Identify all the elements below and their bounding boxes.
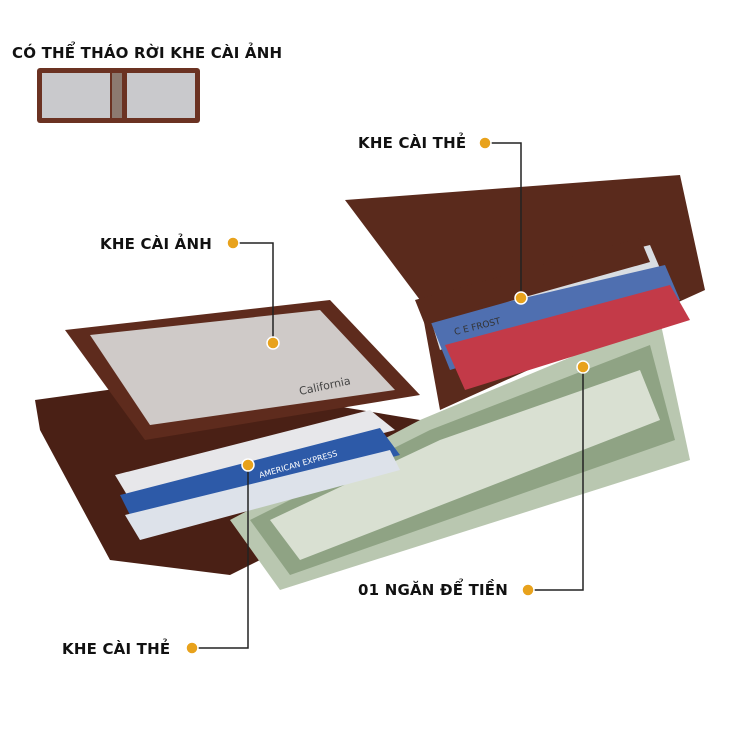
photo-window	[90, 310, 395, 425]
callout-card-slot-top: KHE CÀI THẺ	[358, 134, 467, 152]
right-card-slots	[415, 238, 690, 390]
callout-lines	[192, 142, 584, 649]
detachable-photo-insert	[37, 68, 200, 123]
callout-card-slot-bottom: KHE CÀI THẺ	[62, 640, 171, 658]
callout-dots	[185, 136, 590, 655]
left-card-slots	[115, 410, 400, 540]
banknotes	[230, 320, 690, 590]
callout-photo-slot: KHE CÀI ẢNH	[100, 235, 212, 253]
detachable-insert-title: CÓ THỂ THÁO RỜI KHE CÀI ẢNH	[12, 44, 283, 62]
callout-money-pocket: 01 NGĂN ĐỂ TIỀN	[358, 581, 508, 599]
